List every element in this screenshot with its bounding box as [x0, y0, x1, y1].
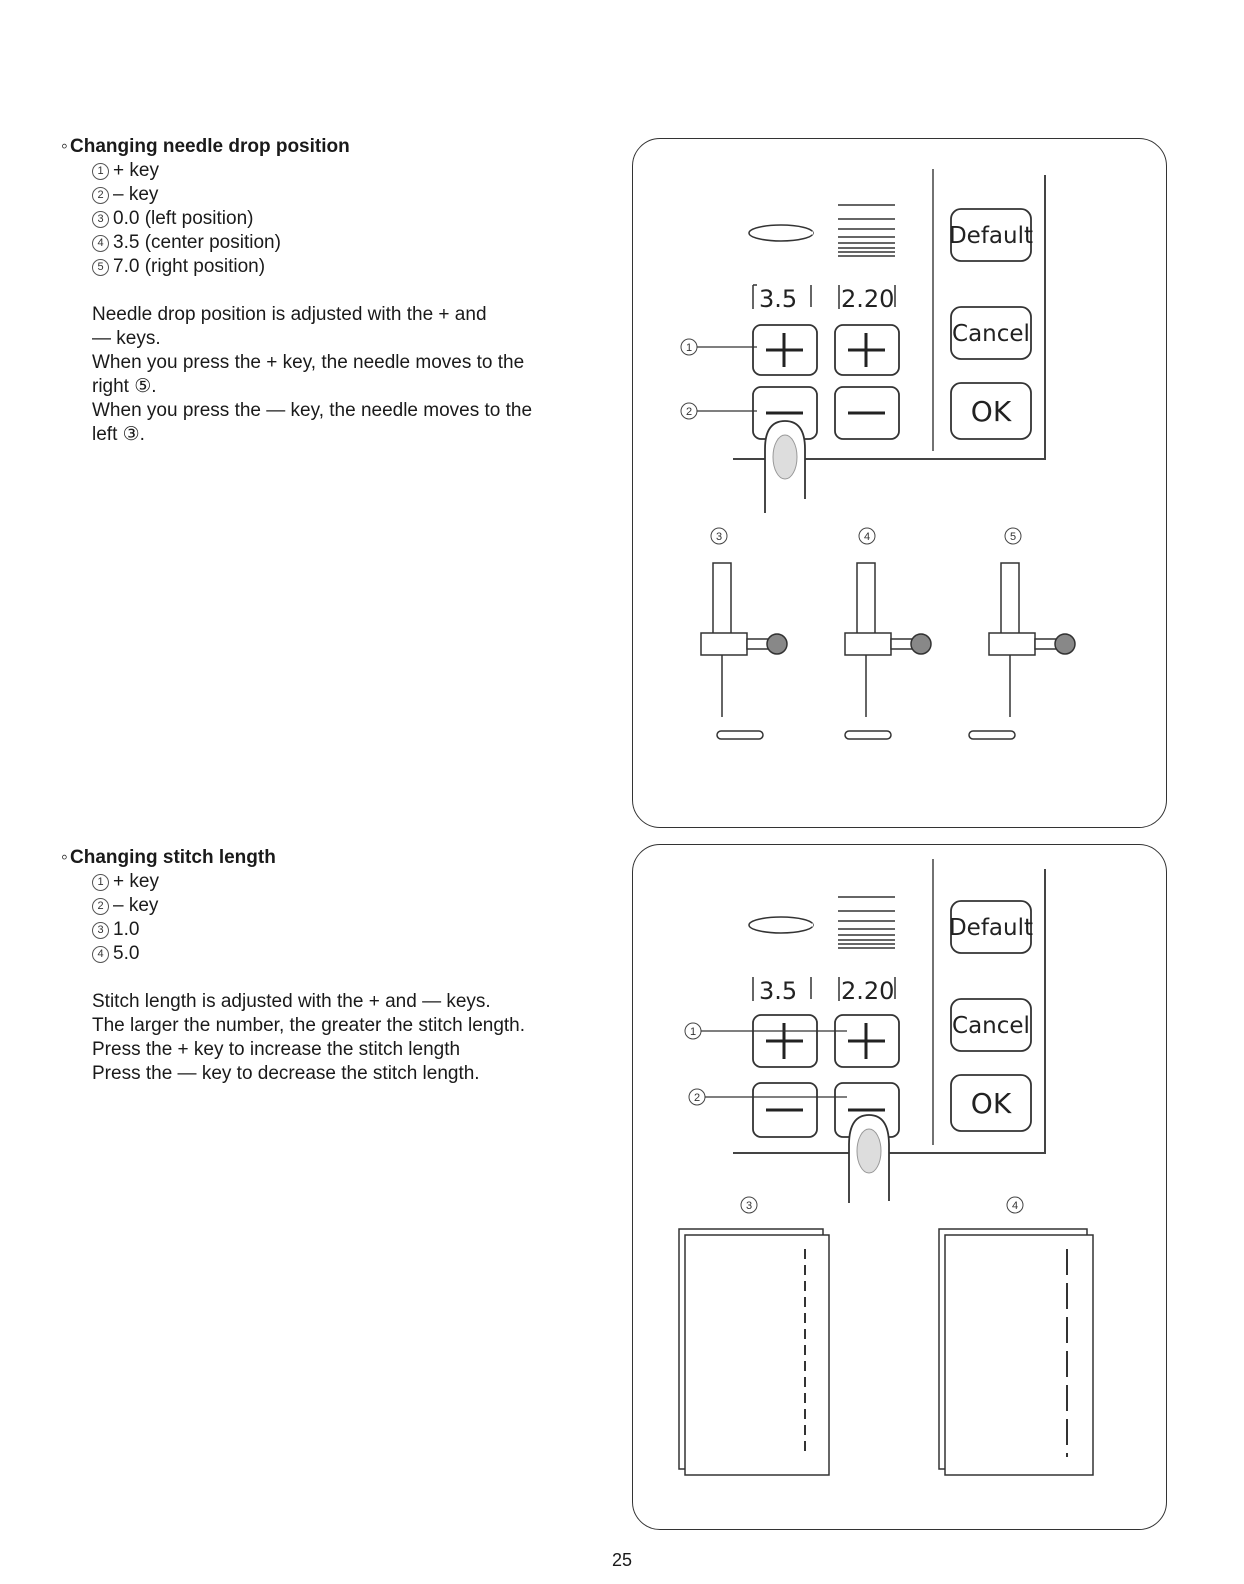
needle-center-icon — [844, 562, 932, 740]
needle-position-illustration: 3.5 2.20 Default — [632, 138, 1167, 828]
stitch-length-illustration: 3.5 2.20 Default — [632, 844, 1167, 1530]
section-title: ◦Changing needle drop position — [61, 136, 350, 157]
width-minus-button[interactable] — [752, 1082, 818, 1138]
length-value-display: 2.20 — [838, 977, 896, 1005]
width-plus-button[interactable] — [752, 1014, 818, 1068]
instruction-paragraph: Needle drop position is adjusted with th… — [92, 304, 533, 445]
width-value: 3.5 — [759, 285, 797, 313]
width-value: 3.5 — [759, 977, 797, 1005]
svg-text:4: 4 — [864, 531, 870, 543]
default-button[interactable]: Default — [949, 900, 1033, 954]
svg-text:3: 3 — [716, 531, 722, 543]
length-plus-button[interactable] — [834, 324, 900, 376]
length-plus-button[interactable] — [834, 1014, 900, 1068]
ok-button[interactable]: OK — [950, 382, 1032, 440]
svg-text:Cancel: Cancel — [952, 1013, 1030, 1039]
width-plus-button[interactable] — [752, 324, 818, 376]
svg-text:OK: OK — [971, 1087, 1012, 1120]
cancel-button[interactable]: Cancel — [950, 306, 1032, 360]
svg-text:5: 5 — [1010, 531, 1016, 543]
callout-1: 1 — [684, 1022, 847, 1040]
section-needle-drop: ◦Changing needle drop position 1+ key 2–… — [61, 135, 594, 447]
callout-1: 1 — [680, 338, 757, 356]
ok-button[interactable]: OK — [950, 1074, 1032, 1132]
list-item: 1+ key — [92, 159, 594, 183]
svg-text:Cancel: Cancel — [952, 321, 1030, 347]
length-minus-button[interactable] — [834, 386, 900, 440]
svg-text:2: 2 — [686, 406, 692, 418]
stitch-width-icon — [748, 224, 814, 242]
svg-text:3: 3 — [746, 1200, 752, 1212]
callout-4: 4 — [1006, 1196, 1024, 1214]
stitch-length-icon — [838, 896, 895, 949]
fabric-long-stitch — [938, 1228, 1094, 1476]
width-value-display: 3.5 — [752, 977, 812, 1005]
svg-text:1: 1 — [686, 342, 692, 354]
callout-2: 2 — [680, 402, 757, 420]
stitch-length-icon — [838, 204, 895, 257]
svg-text:1: 1 — [690, 1026, 696, 1038]
list-item: 2– key — [92, 183, 594, 207]
callout-3: 3 — [710, 527, 728, 545]
list-item: 2– key — [92, 894, 594, 918]
svg-text:Default: Default — [949, 223, 1033, 249]
length-value: 2.20 — [841, 977, 894, 1005]
needle-right-icon — [968, 562, 1076, 740]
callout-4: 4 — [858, 527, 876, 545]
fabric-short-stitch — [678, 1228, 830, 1476]
length-value-display: 2.20 — [838, 285, 896, 313]
svg-text:OK: OK — [971, 395, 1012, 428]
list-item: 1+ key — [92, 870, 594, 894]
callout-2: 2 — [688, 1088, 847, 1106]
width-value-display: 3.5 — [752, 284, 812, 313]
section-title: ◦Changing stitch length — [61, 847, 276, 868]
finger-icon — [848, 1114, 890, 1203]
stitch-length-svg: 3.5 2.20 Default — [678, 859, 1094, 1476]
needle-left-icon — [700, 562, 788, 740]
instruction-paragraph: Stitch length is adjusted with the + and… — [92, 991, 526, 1084]
finger-icon — [764, 420, 806, 513]
length-value: 2.20 — [841, 285, 894, 313]
needle-position-svg: 3.5 2.20 Default — [680, 169, 1076, 740]
stitch-width-icon — [748, 916, 814, 934]
svg-text:Default: Default — [949, 915, 1033, 941]
cancel-button[interactable]: Cancel — [950, 998, 1032, 1052]
svg-text:4: 4 — [1012, 1200, 1018, 1212]
callout-5: 5 — [1004, 527, 1022, 545]
callout-3: 3 — [740, 1196, 758, 1214]
svg-text:2: 2 — [694, 1092, 700, 1104]
default-button[interactable]: Default — [949, 208, 1033, 262]
page-number: 25 — [611, 1550, 633, 1570]
